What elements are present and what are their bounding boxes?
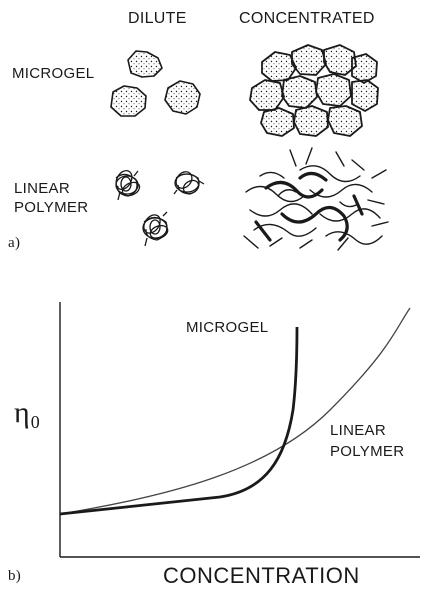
microgel-particle xyxy=(291,44,327,76)
microgel-particle xyxy=(351,79,379,112)
curve-label-linear: LINEAR xyxy=(330,422,386,439)
microgel-particle xyxy=(164,80,201,115)
dilute-polymer-coils xyxy=(115,170,205,247)
microgel-particle xyxy=(260,107,295,137)
polymer-coil xyxy=(173,171,205,195)
dilute-microgel-particles xyxy=(110,50,201,117)
microgel-particle xyxy=(293,105,329,137)
entangled-polymer-network xyxy=(243,147,389,251)
curve-microgel xyxy=(59,326,299,516)
row-label-microgel: MICROGEL xyxy=(12,65,95,82)
microgel-particle xyxy=(110,85,147,117)
polymer-coil xyxy=(115,170,141,201)
microgel-particle xyxy=(351,53,378,84)
row-label-linear: LINEAR xyxy=(14,180,70,197)
concentrated-microgel-cluster xyxy=(249,44,379,137)
column-header-concentrated: CONCENTRATED xyxy=(239,10,375,27)
row-label-polymer: POLYMER xyxy=(14,199,89,216)
panel-label-b: b) xyxy=(8,568,22,584)
curve-label-polymer: POLYMER xyxy=(330,443,405,460)
microgel-particle xyxy=(315,73,352,107)
column-header-dilute: DILUTE xyxy=(128,10,187,27)
curve-linear-polymer xyxy=(59,307,411,515)
panel-label-a: a) xyxy=(8,235,21,251)
microgel-particle xyxy=(323,44,357,76)
x-axis-label: CONCENTRATION xyxy=(163,563,360,588)
viscosity-plot xyxy=(59,302,420,558)
y-axis-label: η₀ xyxy=(14,396,41,429)
polymer-coil xyxy=(142,211,169,247)
microgel-particle xyxy=(127,50,163,78)
microgel-particle xyxy=(281,75,318,109)
microgel-particle xyxy=(327,105,363,137)
curve-label-microgel: MICROGEL xyxy=(186,319,269,336)
microgel-particle xyxy=(249,79,285,111)
microgel-particle xyxy=(261,51,297,82)
